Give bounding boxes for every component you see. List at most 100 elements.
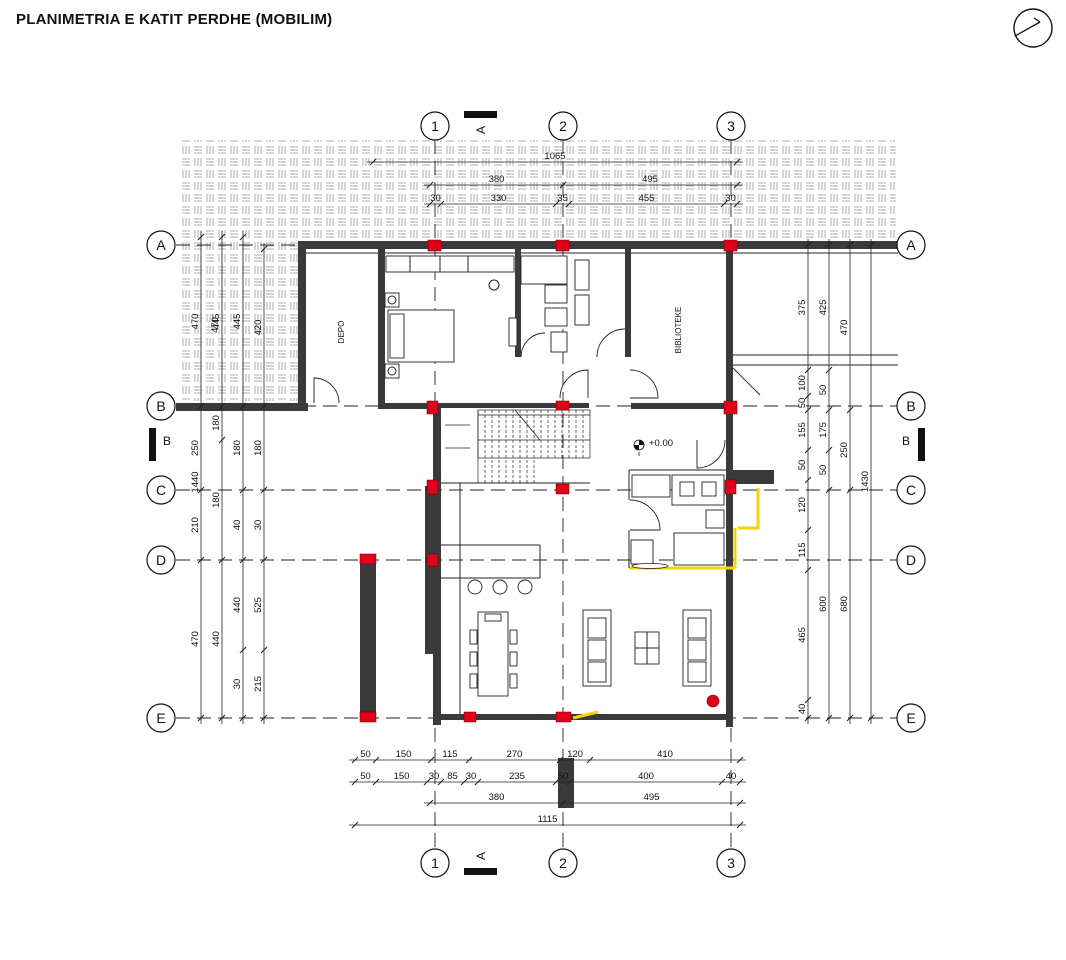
dimension-label: 50: [360, 749, 371, 760]
dimension-label: 270: [507, 749, 523, 760]
grid-bubble-row-a-left: A: [146, 230, 176, 260]
dimension-label: 410: [657, 749, 673, 760]
svg-text:C: C: [156, 482, 166, 498]
svg-text:B: B: [906, 398, 915, 414]
svg-text:3: 3: [727, 855, 735, 871]
dimension-label: 50: [797, 398, 808, 409]
svg-text:3: 3: [727, 118, 735, 134]
dimension-label: 85: [447, 771, 458, 782]
dimension-label: 50: [797, 460, 808, 471]
terrace-paving-left: [178, 243, 298, 401]
svg-text:2: 2: [559, 118, 567, 134]
dimension-label: 100: [797, 375, 808, 391]
dimension-label: 35: [557, 193, 568, 204]
dimension-label: 380: [489, 174, 505, 185]
dimension-label: 115: [797, 542, 808, 557]
grid-bubble-col-2-top: 2: [548, 111, 578, 141]
dimension-label: 440: [232, 597, 243, 613]
dimension-label: 50: [818, 385, 829, 396]
svg-text:470: 470: [210, 317, 221, 333]
terrace-paving-top: [178, 140, 896, 243]
svg-text:1440: 1440: [190, 471, 201, 492]
dimension-label: 375: [797, 300, 808, 316]
dimension-label: 180: [253, 440, 264, 456]
svg-text:B: B: [902, 434, 910, 448]
dimension-label: 180: [232, 440, 243, 456]
grid-bubble-row-e-right: E: [896, 703, 926, 733]
room-label-depo: DEPO: [337, 321, 346, 344]
doors: [313, 328, 761, 531]
svg-text:A: A: [906, 237, 916, 253]
drawing-title: PLANIMETRIA E KATIT PERDHE (MOBILIM): [16, 11, 333, 28]
dimension-label: 30: [466, 771, 477, 782]
svg-text:1: 1: [431, 118, 439, 134]
dimension-label: 30: [232, 679, 243, 690]
dim-bottom-total: 1115: [349, 814, 746, 829]
dimension-label: 50: [818, 465, 829, 476]
svg-text:D: D: [156, 552, 166, 568]
dimension-label: 150: [396, 749, 412, 760]
room-label-biblioteke: BIBLIOTEKE: [674, 307, 683, 354]
dimension-label: 470: [839, 320, 850, 336]
grid-bubble-col-1-bottom: 1: [420, 848, 450, 878]
dimension-label: 250: [839, 442, 850, 458]
section-marker-b-right: B: [902, 428, 925, 461]
north-arrow-icon: [1013, 8, 1053, 48]
dimension-label: 155: [797, 422, 808, 438]
dimension-label: 180: [211, 415, 222, 431]
dimension-label: 380: [489, 792, 505, 803]
dimension-label: 1115: [538, 814, 558, 825]
dimension-label: 445: [211, 314, 222, 330]
dimension-label: 215: [253, 676, 264, 692]
dimension-label: 30: [430, 193, 441, 204]
dimension-label: 180: [211, 492, 222, 508]
dimension-label: 420: [253, 320, 264, 336]
dim-left-total: 1440 470: [190, 317, 221, 493]
grid-bubble-col-1-top: 1: [420, 111, 450, 141]
dimension-label: 445: [232, 314, 243, 330]
svg-text:E: E: [156, 710, 165, 726]
svg-text:D: D: [906, 552, 916, 568]
grid-bubble-col-3-bottom: 3: [716, 848, 746, 878]
svg-text:C: C: [906, 482, 916, 498]
svg-text:1: 1: [431, 855, 439, 871]
grid-bubble-col-3-top: 3: [716, 111, 746, 141]
dimension-label: 40: [232, 520, 243, 531]
svg-text:B: B: [156, 398, 165, 414]
dimension-label: 400: [638, 771, 654, 782]
highlighted-walls: [572, 488, 760, 720]
furniture: [384, 255, 725, 708]
dimension-label: 330: [491, 193, 507, 204]
level-marker-text: +0.00: [649, 438, 673, 449]
svg-text:A: A: [474, 126, 488, 134]
dimension-label: 440: [211, 631, 222, 647]
dimension-label: 1065: [544, 151, 565, 162]
grid-bubble-col-2-bottom: 2: [548, 848, 578, 878]
svg-text:B: B: [163, 434, 171, 448]
grid-bubble-row-d-right: D: [896, 545, 926, 575]
dimension-label: 40: [797, 704, 808, 715]
dimension-label: 525: [253, 597, 264, 613]
structural-columns: [359, 239, 738, 723]
dimension-label: 1430: [860, 471, 871, 492]
dim-left-mid: 445 180 180 440: [211, 231, 226, 724]
dimension-label: 470: [190, 314, 201, 330]
dimension-label: 495: [644, 792, 660, 803]
grid-bubble-row-a-right: A: [896, 230, 926, 260]
dimension-label: 30: [429, 771, 440, 782]
dimension-label: 120: [797, 497, 808, 513]
dimension-label: 30: [725, 193, 736, 204]
svg-text:A: A: [474, 852, 488, 860]
dim-left-inner: 445 180 40 440 30: [232, 231, 247, 724]
dimension-label: 50: [360, 771, 371, 782]
